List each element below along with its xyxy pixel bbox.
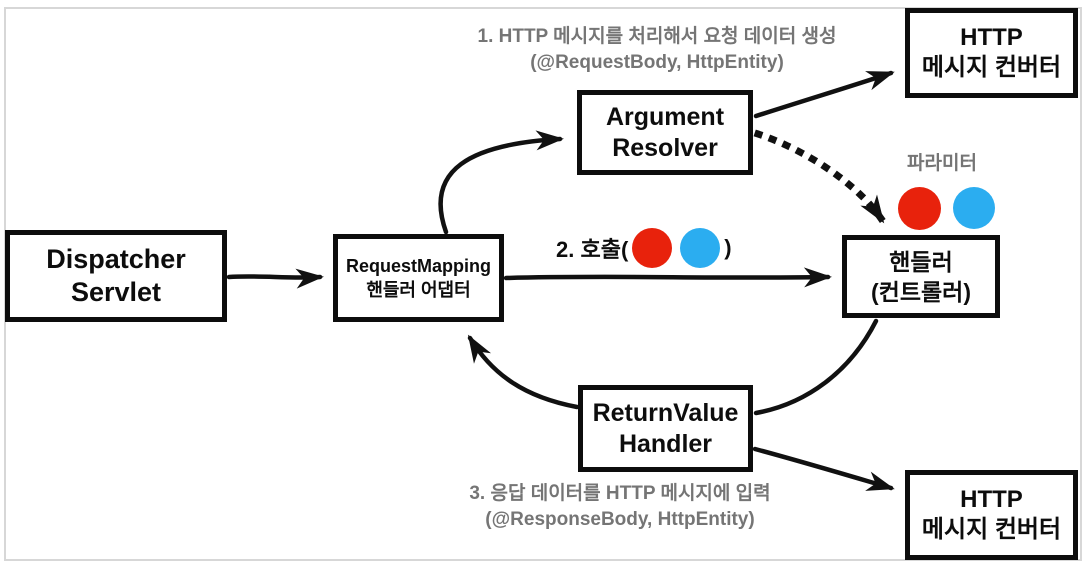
return-value-handler-label-line1: ReturnValue xyxy=(592,398,739,427)
arrow-dashed-argument-resolver-to-handler xyxy=(753,129,887,225)
box-return-value-handler: ReturnValue Handler xyxy=(578,385,753,472)
box-request-mapping-handler-adapter: RequestMapping 핸들러 어댑터 xyxy=(333,234,504,322)
call-blue-argument-dot-icon xyxy=(680,228,721,268)
argument-resolver-label-line2: Resolver xyxy=(612,133,718,162)
annotation-step1-line1: 1. HTTP 메시지를 처리해서 요청 데이터 생성 xyxy=(477,26,837,47)
argument-resolver-label-line1: Argument xyxy=(605,102,725,131)
handler-label-line1: 핸들러 xyxy=(889,248,953,275)
arrow-return-value-handler-to-http-converter-bottom xyxy=(752,446,895,491)
dispatcher-servlet-label-line2: Servlet xyxy=(70,277,162,307)
http-converter-bottom-label-line2: 메시지 컨버터 xyxy=(921,516,1062,543)
arrow-adapter-to-handler-call xyxy=(503,267,832,288)
box-http-message-converter-top: HTTP 메시지 컨버터 xyxy=(905,8,1078,98)
box-argument-resolver: Argument Resolver xyxy=(577,90,753,175)
annotation-step3-line2: (@ResponseBody, HttpEntity) xyxy=(485,509,755,530)
annotation-step2-suffix: ) xyxy=(724,235,732,260)
call-red-argument-dot-icon xyxy=(632,228,673,268)
return-value-handler-label-line2: Handler xyxy=(618,429,713,458)
line-handler-to-return-value-handler xyxy=(753,318,879,416)
adapter-label-line1: RequestMapping xyxy=(345,256,491,276)
annotation-step2-call: 2. 호출( ) xyxy=(556,227,732,269)
parameter-red-dot-icon xyxy=(898,187,941,230)
arrow-adapter-to-argument-resolver xyxy=(438,130,564,235)
arrow-return-value-handler-to-adapter xyxy=(467,334,580,410)
http-converter-bottom-label-line1: HTTP xyxy=(960,486,1023,513)
arrow-dispatcher-to-adapter xyxy=(226,268,324,289)
annotation-step1-line2: (@RequestBody, HttpEntity) xyxy=(530,52,784,73)
annotation-step1: 1. HTTP 메시지를 처리해서 요청 데이터 생성 (@RequestBod… xyxy=(392,24,922,76)
call-red-argument-dot-shape xyxy=(632,228,673,268)
http-converter-top-label-line2: 메시지 컨버터 xyxy=(921,54,1062,81)
http-converter-top-label-line1: HTTP xyxy=(960,24,1023,51)
arrow-argument-resolver-to-http-converter-top xyxy=(753,70,895,119)
annotation-step2-prefix: 2. 호출( xyxy=(556,237,629,262)
box-http-message-converter-bottom: HTTP 메시지 컨버터 xyxy=(905,470,1078,560)
call-blue-argument-dot-shape xyxy=(680,228,721,268)
parameter-red-dot-shape xyxy=(898,187,941,230)
parameter-blue-dot-shape xyxy=(953,187,995,229)
box-handler-controller: 핸들러 (컨트롤러) xyxy=(842,235,1000,318)
dispatcher-servlet-label-line1: Dispatcher xyxy=(46,244,186,274)
handler-label-line2: (컨트롤러) xyxy=(871,278,971,305)
annotation-step3-line1: 3. 응답 데이터를 HTTP 메시지에 입력 xyxy=(469,483,771,504)
annotation-step3: 3. 응답 데이터를 HTTP 메시지에 입력 (@ResponseBody, … xyxy=(370,481,870,533)
adapter-label-line2: 핸들러 어댑터 xyxy=(366,280,471,300)
parameter-blue-dot-icon xyxy=(953,187,995,229)
parameter-label: 파라미터 xyxy=(907,153,977,174)
box-dispatcher-servlet: Dispatcher Servlet xyxy=(5,230,227,322)
